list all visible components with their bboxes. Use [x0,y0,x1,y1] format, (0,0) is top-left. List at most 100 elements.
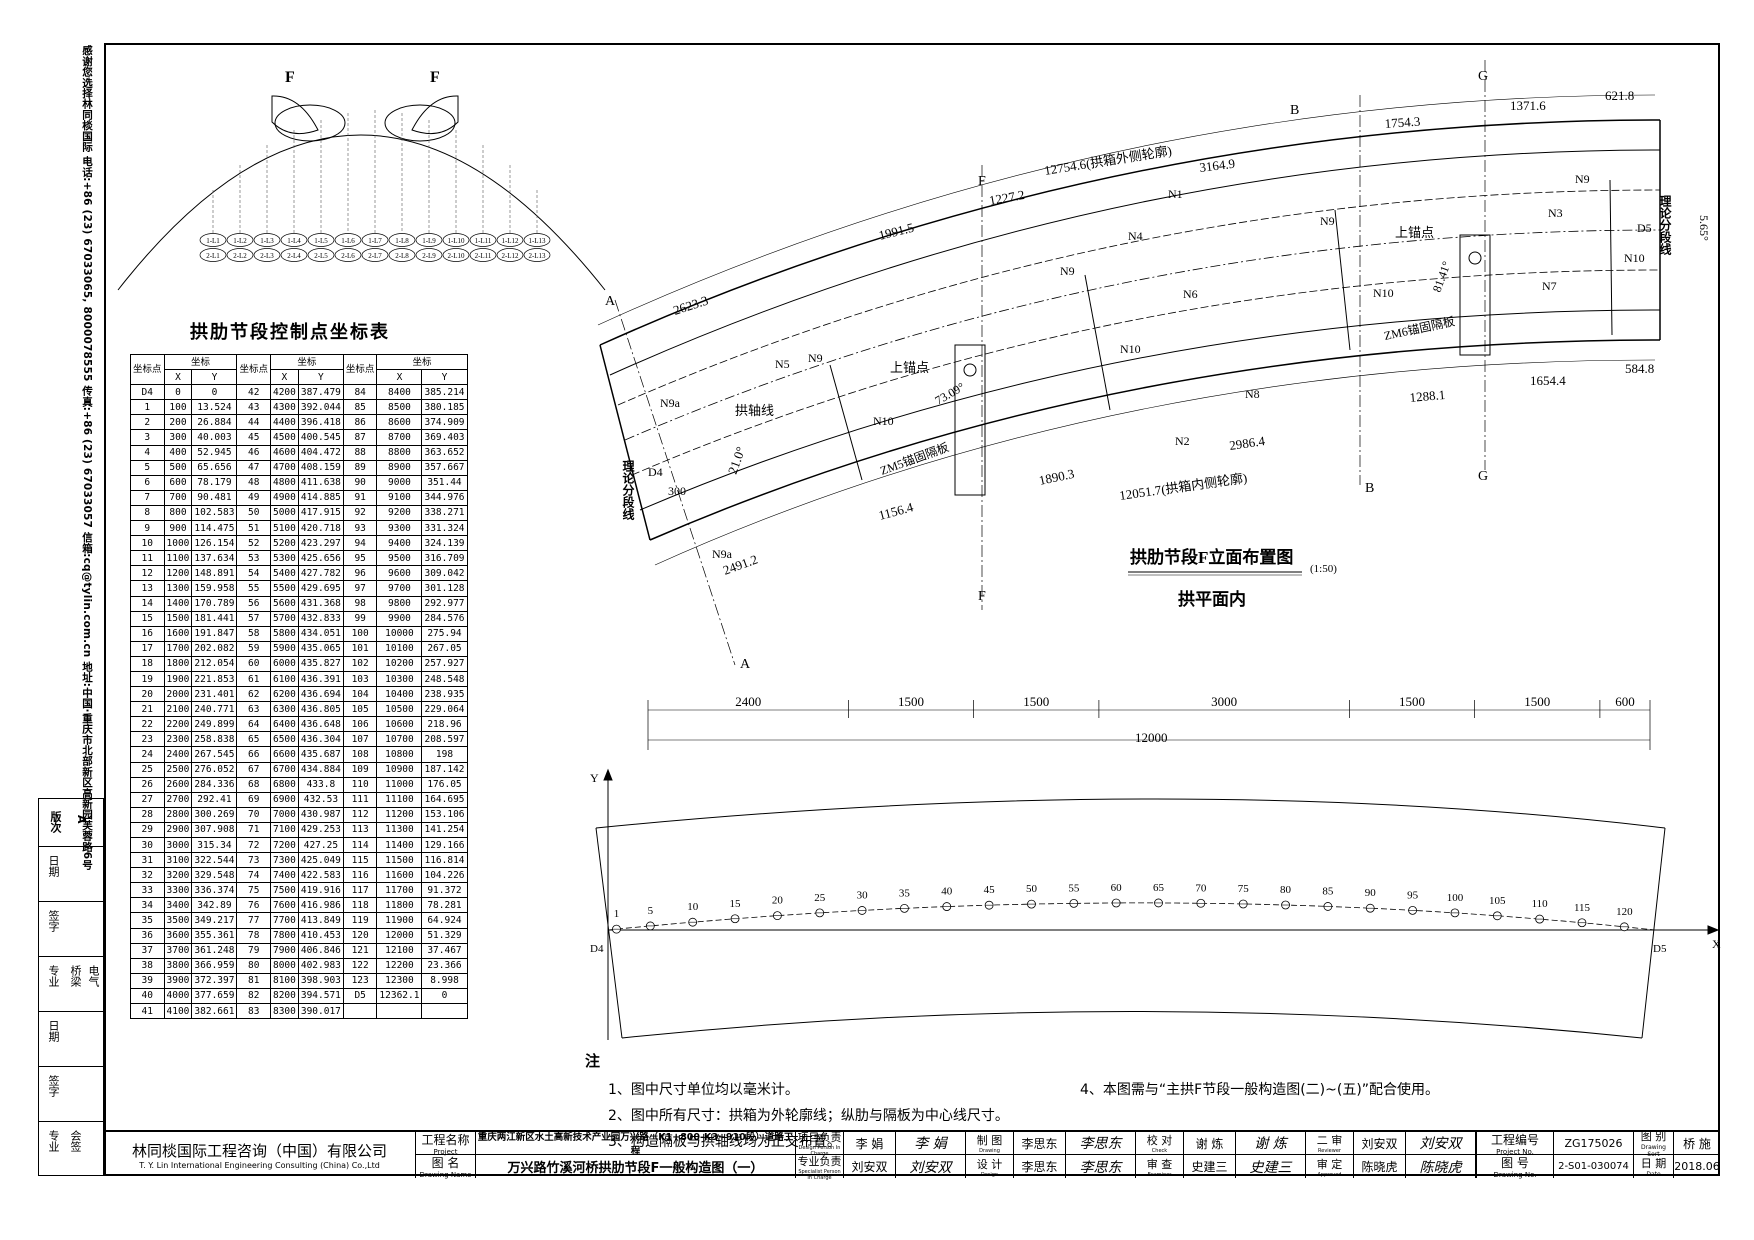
label-theory-seg-right: 理论分段线 [1658,195,1672,256]
table-cell: 6600 [269,746,299,763]
profile-axis-x: X [1712,937,1721,951]
table-cell: 16 [130,625,165,642]
table-cell: 301.128 [421,580,468,597]
key-node-label: 2-L10 [447,252,465,260]
table-cell: 105 [342,701,378,718]
dim-inner: 1156.4 [877,499,915,523]
elevation-scale: (1:50) [1310,563,1337,575]
elevation-title: 拱肋节段F立面布置图 [1130,547,1293,567]
table-cell: 113 [342,821,378,839]
drawing-label: 图 名 [431,1156,460,1170]
table-cell: 43 [236,399,271,416]
role-label-en: Examiner [1147,1171,1172,1178]
drawing-no-label-en: Drawing No. [1493,1171,1537,1179]
key-node-label: 1-L2 [233,237,247,245]
table-cell: 9400 [376,535,423,552]
label-arch-axis: 拱轴线 [735,403,774,418]
key-node-bubble [388,248,416,262]
label-angle: 21.0° [725,445,749,476]
table-cell: 404.472 [297,444,344,461]
table-cell: 10700 [376,731,423,748]
table-cell: 12362.1 [376,987,423,1005]
table-cell: 231.401 [191,686,238,703]
table-cell: 4400 [269,414,299,431]
table-cell: 87 [342,429,378,446]
table-cell: 12100 [376,942,423,959]
key-node-label: 2-L8 [395,252,409,260]
profile-point-label: 120 [1616,906,1633,918]
table-cell: 3800 [163,957,193,974]
table-cell: 47 [236,459,271,476]
role-name: 李思东 [1014,1155,1066,1178]
dim-outer: 621.8 [1605,88,1634,103]
arch-flange-bottom [639,309,1661,511]
arch-flange-top [609,149,1661,376]
table-cell: 76 [236,897,271,914]
table-cell: 11400 [376,836,423,854]
table-cell: 10800 [376,746,423,763]
table-cell: 114 [342,836,378,854]
table-cell: 9100 [376,489,423,506]
table-cell: 316.709 [421,550,468,567]
table-cell: 100 [342,625,378,642]
revision-cell: 签字 [39,1067,103,1122]
table-cell: 26.884 [191,414,238,431]
table-cell: D5 [342,987,378,1005]
bottom-dim: 1500 [898,694,924,709]
role-name: 谢 炼 [1184,1132,1236,1155]
table-cell: 275.94 [421,625,468,642]
table-cell: 10400 [376,686,423,703]
table-cell: 7900 [269,942,299,959]
profile-bottom-curve [621,1011,1643,1039]
key-node-label: 1-L3 [260,237,274,245]
table-cell: 65 [236,731,271,748]
table-cell: 5500 [269,580,299,597]
key-node-label: 2-L11 [475,252,492,260]
key-node-label: 2-L12 [501,252,519,260]
col-subheader-x: X [163,369,193,386]
table-cell: 64.924 [421,912,468,929]
table-cell: 72 [236,836,271,854]
table-cell: 110 [342,776,378,793]
drawing-frame [104,43,1720,1176]
date-label-en: Date [1646,1171,1661,1178]
table-cell: 54 [236,565,271,582]
note-item: 4、本图需与“主拱F节段一般构造图(二)~(五)”配合使用。 [1080,1082,1440,1098]
table-cell: 81 [236,972,271,989]
table-cell: 292.977 [421,595,468,612]
key-node-bubble [523,233,551,247]
table-cell: 432.53 [297,791,344,808]
drawing-sort-label-cell: 图 别 Drawing Sort [1634,1130,1674,1158]
role-signature: 李思东 [1066,1132,1136,1155]
table-cell: 67 [236,761,271,778]
key-node-label: 2-L6 [341,252,355,260]
table-cell: 41 [130,1003,165,1020]
dim-outer: 1991.5 [877,220,915,243]
table-cell: 42 [236,384,271,401]
table-cell: 93 [342,520,378,537]
table-cell: 109 [342,761,378,778]
profile-top-curve [595,798,1666,829]
col-header: 坐标 [376,353,468,371]
table-cell: 148.891 [191,565,238,582]
table-cell: 88 [342,444,378,461]
table-cell: 336.374 [191,882,238,899]
table-cell: 2000 [163,686,193,703]
col-subheader-y: Y [297,369,344,386]
table-cell: 7800 [269,927,299,944]
key-node-label: 2-L1 [206,252,220,260]
table-cell: 410.453 [297,927,344,944]
table-cell: 377.659 [191,987,238,1005]
table-cell: 11000 [376,776,423,793]
table-cell: 3 [130,429,165,446]
